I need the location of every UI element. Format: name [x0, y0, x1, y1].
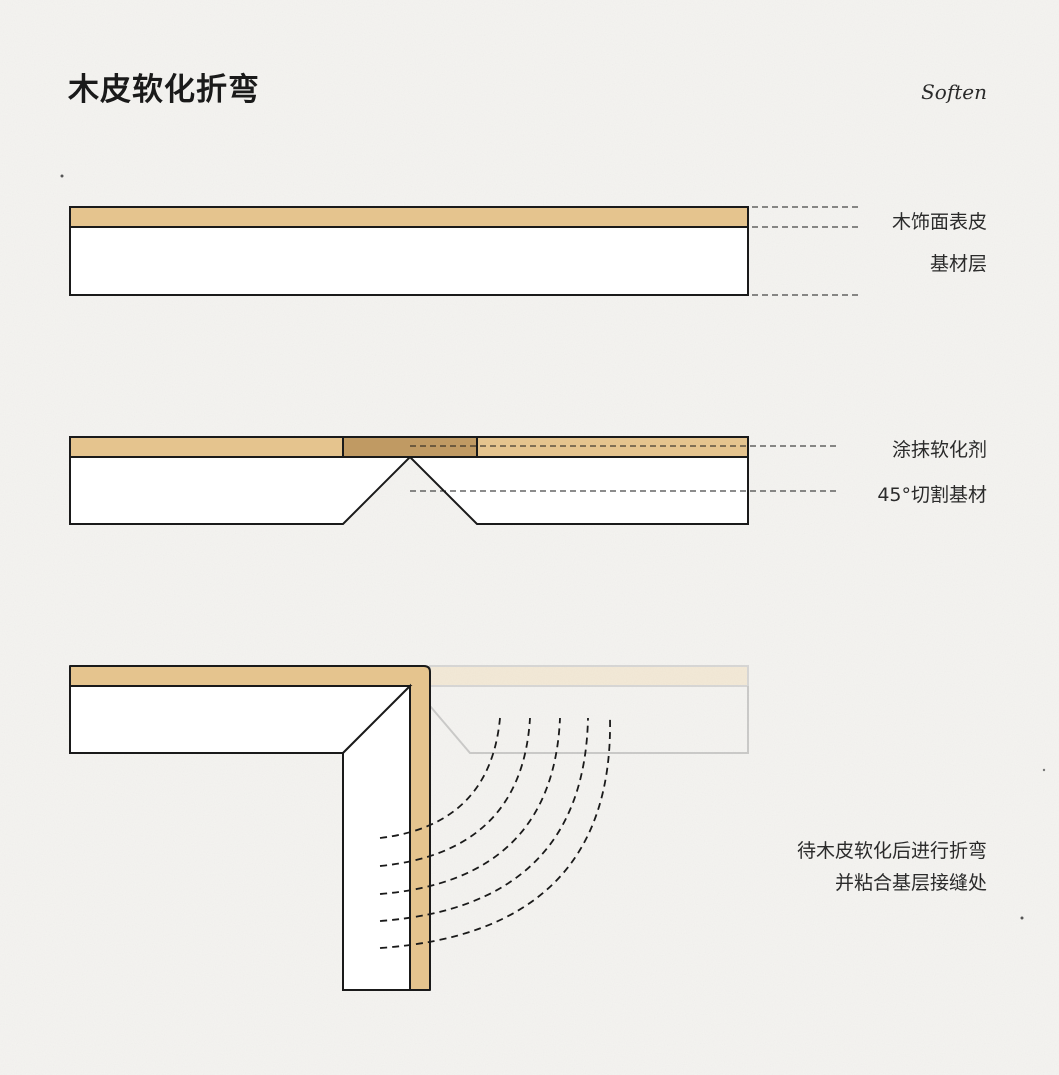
softener-label: 涂抹软化剂	[891, 439, 987, 461]
step2-veneer-right	[476, 436, 749, 458]
step2-softened-zone	[342, 436, 478, 458]
step1-leader-lines	[752, 206, 858, 296]
step1-veneer	[69, 206, 749, 228]
veneer-layer-label: 木饰面表皮	[891, 211, 987, 233]
step2-veneer-left	[69, 436, 344, 458]
cut-label: 45°切割基材	[877, 484, 987, 506]
step3-ghost-panel	[429, 665, 749, 754]
step2-panel	[69, 436, 749, 525]
step2-substrate-v-cut	[69, 455, 749, 525]
bend-label-line1: 待木皮软化后进行折弯	[796, 840, 987, 862]
substrate-layer-label: 基材层	[929, 253, 987, 275]
step3-bend-arcs	[379, 717, 611, 949]
step1-substrate	[69, 226, 749, 296]
page-subtitle: Soften	[921, 80, 987, 104]
page-title: 木皮软化折弯	[68, 72, 260, 108]
step3-substrate-vertical	[342, 683, 411, 991]
step1-panel	[69, 206, 749, 296]
step2-leader-lines	[410, 445, 838, 492]
bend-label-line2: 并粘合基层接缝处	[834, 872, 987, 894]
